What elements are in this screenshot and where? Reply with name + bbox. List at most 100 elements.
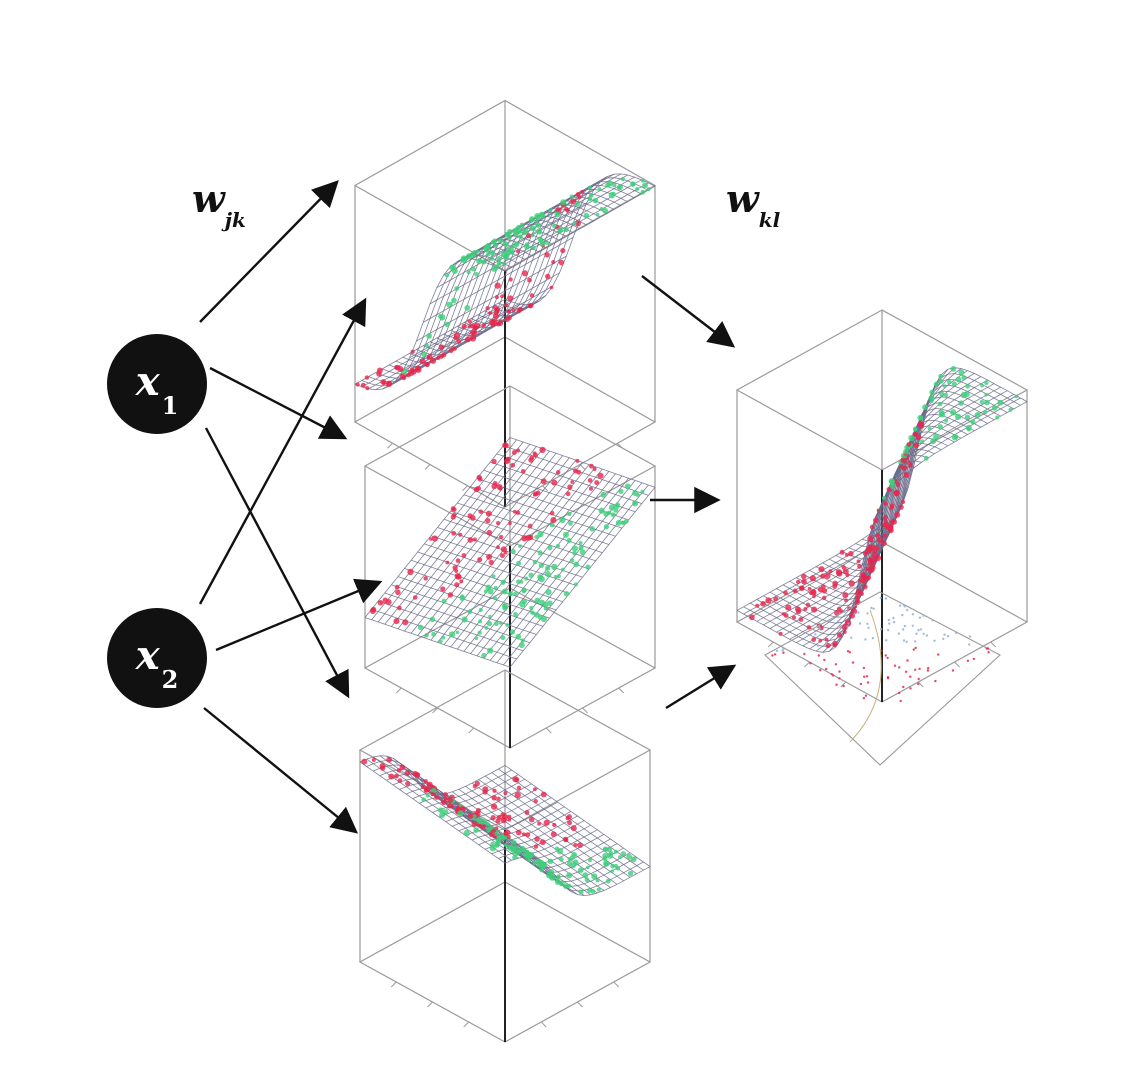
hidden-unit-3-data-point [603, 860, 610, 867]
hidden-unit-2-data-point [587, 478, 593, 483]
scatter-point [872, 607, 875, 610]
output-unit-data-point [979, 399, 985, 405]
output-unit-data-point [966, 427, 971, 432]
hidden-unit-3-data-point [503, 791, 508, 796]
hidden-unit-2-data-point [503, 442, 509, 449]
hidden-unit-3-tick [427, 1001, 433, 1008]
hidden-unit-3-data-point [506, 814, 512, 820]
hidden-unit-1-data-point [597, 187, 602, 191]
hidden-unit-2-data-point [540, 478, 547, 485]
hidden-unit-2-data-point [509, 629, 516, 635]
hidden-unit-1-data-point [537, 230, 542, 235]
hidden-unit-1-data-point [419, 358, 426, 365]
hidden-unit-2-data-point [533, 452, 539, 458]
output-unit-data-point [867, 557, 874, 563]
scatter-point [834, 663, 838, 666]
output-unit-data-point [860, 573, 867, 580]
hidden-unit-1-data-point [426, 354, 433, 360]
hidden-unit-3-data-point [537, 821, 542, 826]
hidden-unit-2-data-point [516, 579, 521, 585]
scatter-point [817, 654, 820, 657]
hidden-unit-3-data-point [524, 810, 530, 815]
output-unit-data-point [874, 554, 882, 562]
output-unit-data-point [900, 499, 906, 505]
output-unit-data-point [801, 573, 807, 580]
hidden-unit-2-data-point [445, 560, 450, 565]
hidden-unit-2-data-point [440, 586, 446, 592]
output-unit-data-point [923, 455, 929, 461]
output-unit-mesh-line [796, 374, 942, 644]
output-unit-data-point [888, 528, 893, 533]
hidden-unit-2-data-point [600, 491, 607, 498]
hidden-unit-2-data-point [441, 635, 446, 640]
hidden-unit-3-data-point [584, 877, 590, 883]
hidden-unit-1-data-point [535, 222, 541, 228]
hidden-unit-3-data-point [441, 799, 447, 806]
output-unit-data-point [868, 566, 875, 573]
output-unit-data-point [842, 592, 849, 599]
output-unit-data-point [835, 569, 843, 576]
hidden-unit-2-data-point [510, 462, 516, 468]
output-unit-data-point [760, 601, 766, 607]
output-unit-data-point [855, 590, 860, 596]
hidden-unit-3-data-point [414, 772, 421, 778]
hidden-unit-1-data-point [549, 285, 554, 290]
hidden-unit-1-data-point [472, 325, 478, 331]
hidden-unit-2-data-point [613, 508, 619, 513]
hidden-unit-3-data-point [503, 831, 509, 837]
hidden-unit-2-data-point [511, 449, 517, 456]
hidden-unit-2-data-point [518, 642, 525, 649]
output-unit-data-point [938, 409, 945, 416]
hidden-unit-2-data-point [588, 486, 594, 491]
hidden-unit-2-data-point [498, 621, 503, 625]
hidden-unit-3-data-point [396, 768, 402, 773]
hidden-unit-3-data-point [393, 773, 399, 779]
hidden-unit-1-data-point [414, 365, 421, 372]
hidden-unit-2-data-point [538, 562, 545, 568]
output-unit-data-point [951, 381, 957, 387]
hidden-unit-1-data-point [497, 238, 503, 243]
hidden-unit-1-mesh-line [491, 181, 642, 313]
hidden-unit-1-data-point [580, 189, 585, 194]
output-unit-data-point [810, 589, 817, 596]
scatter-point [937, 653, 940, 656]
hidden-unit-1-data-point [474, 271, 479, 277]
hidden-unit-1-data-point [557, 227, 563, 233]
output-unit-data-point [928, 395, 935, 402]
hidden-unit-2-data-point [488, 614, 492, 619]
hidden-unit-1-data-point [587, 185, 592, 190]
hidden-unit-1-data-point [504, 231, 509, 236]
hidden-unit-3-data-point [486, 828, 491, 833]
hidden-unit-1-data-point [544, 252, 550, 258]
weight-label-hidden-output: wkl [726, 176, 781, 232]
hidden-unit-3-data-point [566, 872, 573, 879]
hidden-unit-2-data-point [458, 532, 463, 537]
hidden-unit-3-data-point [591, 873, 598, 880]
output-unit-data-point [867, 535, 874, 543]
scatter-point [864, 694, 868, 697]
scatter-point [909, 675, 912, 678]
output-unit-data-point [984, 399, 990, 406]
scatter-point [912, 648, 915, 651]
output-unit-data-point [845, 572, 850, 578]
output-unit-data-point [893, 490, 900, 497]
hidden-unit-2-data-point [377, 599, 384, 606]
hidden-unit-2-data-point [484, 625, 489, 630]
hidden-unit-2-data-point [451, 530, 457, 536]
output-unit-data-point [980, 383, 984, 388]
scatter-point [848, 651, 852, 654]
scatter-point [850, 636, 853, 639]
hidden-unit-1-data-point [394, 364, 399, 370]
scatter-point [809, 662, 812, 665]
hidden-unit-1-data-point [529, 225, 536, 232]
hidden-unit-2-data-point [635, 492, 640, 498]
hidden-unit-2-data-point [394, 584, 400, 590]
scatter-point [972, 657, 976, 661]
hidden-unit-2-data-point [529, 605, 534, 611]
scatter-point [892, 616, 895, 620]
scatter-boundary [849, 609, 882, 743]
hidden-unit-1-data-point [521, 270, 529, 277]
output-unit-data-point [801, 578, 807, 585]
hidden-unit-2-data-point [556, 574, 561, 579]
